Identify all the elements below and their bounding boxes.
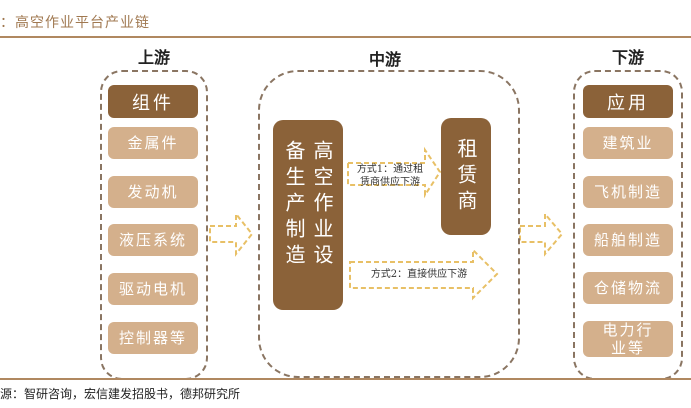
upstream-item: 驱动电机 <box>108 273 198 305</box>
upstream-category: 组件 <box>108 85 198 118</box>
downstream-item: 电力行业等 <box>583 321 673 357</box>
manufacturer-box: 高空作业设备生产制造 <box>273 120 343 310</box>
source-note: 源：智研咨询，宏信建发招股书，德邦研究所 <box>0 387 241 401</box>
downstream-item: 仓储物流 <box>583 272 673 304</box>
downstream-header: 下游 <box>611 48 644 67</box>
lessor-box: 租赁商 <box>441 118 491 235</box>
arrow-upstream-to-midstream <box>209 211 254 257</box>
upstream-item: 控制器等 <box>108 322 198 354</box>
arrow-route2 <box>349 247 499 301</box>
downstream-item: 船舶制造 <box>583 224 673 256</box>
midstream-container <box>258 70 520 378</box>
title-divider <box>0 36 691 38</box>
lessor-label: 租赁商 <box>454 137 478 216</box>
downstream-item: 建筑业 <box>583 127 673 159</box>
route2-label: 方式2：直接供应下游 <box>370 269 468 280</box>
upstream-header: 上游 <box>137 48 170 67</box>
upstream-item: 发动机 <box>108 176 198 208</box>
figure-title: ：高空作业平台产业链 <box>0 15 150 31</box>
downstream-item: 飞机制造 <box>583 176 673 208</box>
manufacturer-label: 高空作业设备生产制造 <box>282 140 334 270</box>
route1-label: 方式1：通过租赁商供应下游 <box>356 164 424 188</box>
downstream-category: 应用 <box>583 85 673 118</box>
footer-divider <box>0 378 691 380</box>
upstream-item: 金属件 <box>108 127 198 159</box>
arrow-midstream-to-downstream <box>519 211 564 257</box>
upstream-item: 液压系统 <box>108 224 198 256</box>
midstream-header: 中游 <box>368 50 401 69</box>
arrow-route1 <box>347 146 442 199</box>
